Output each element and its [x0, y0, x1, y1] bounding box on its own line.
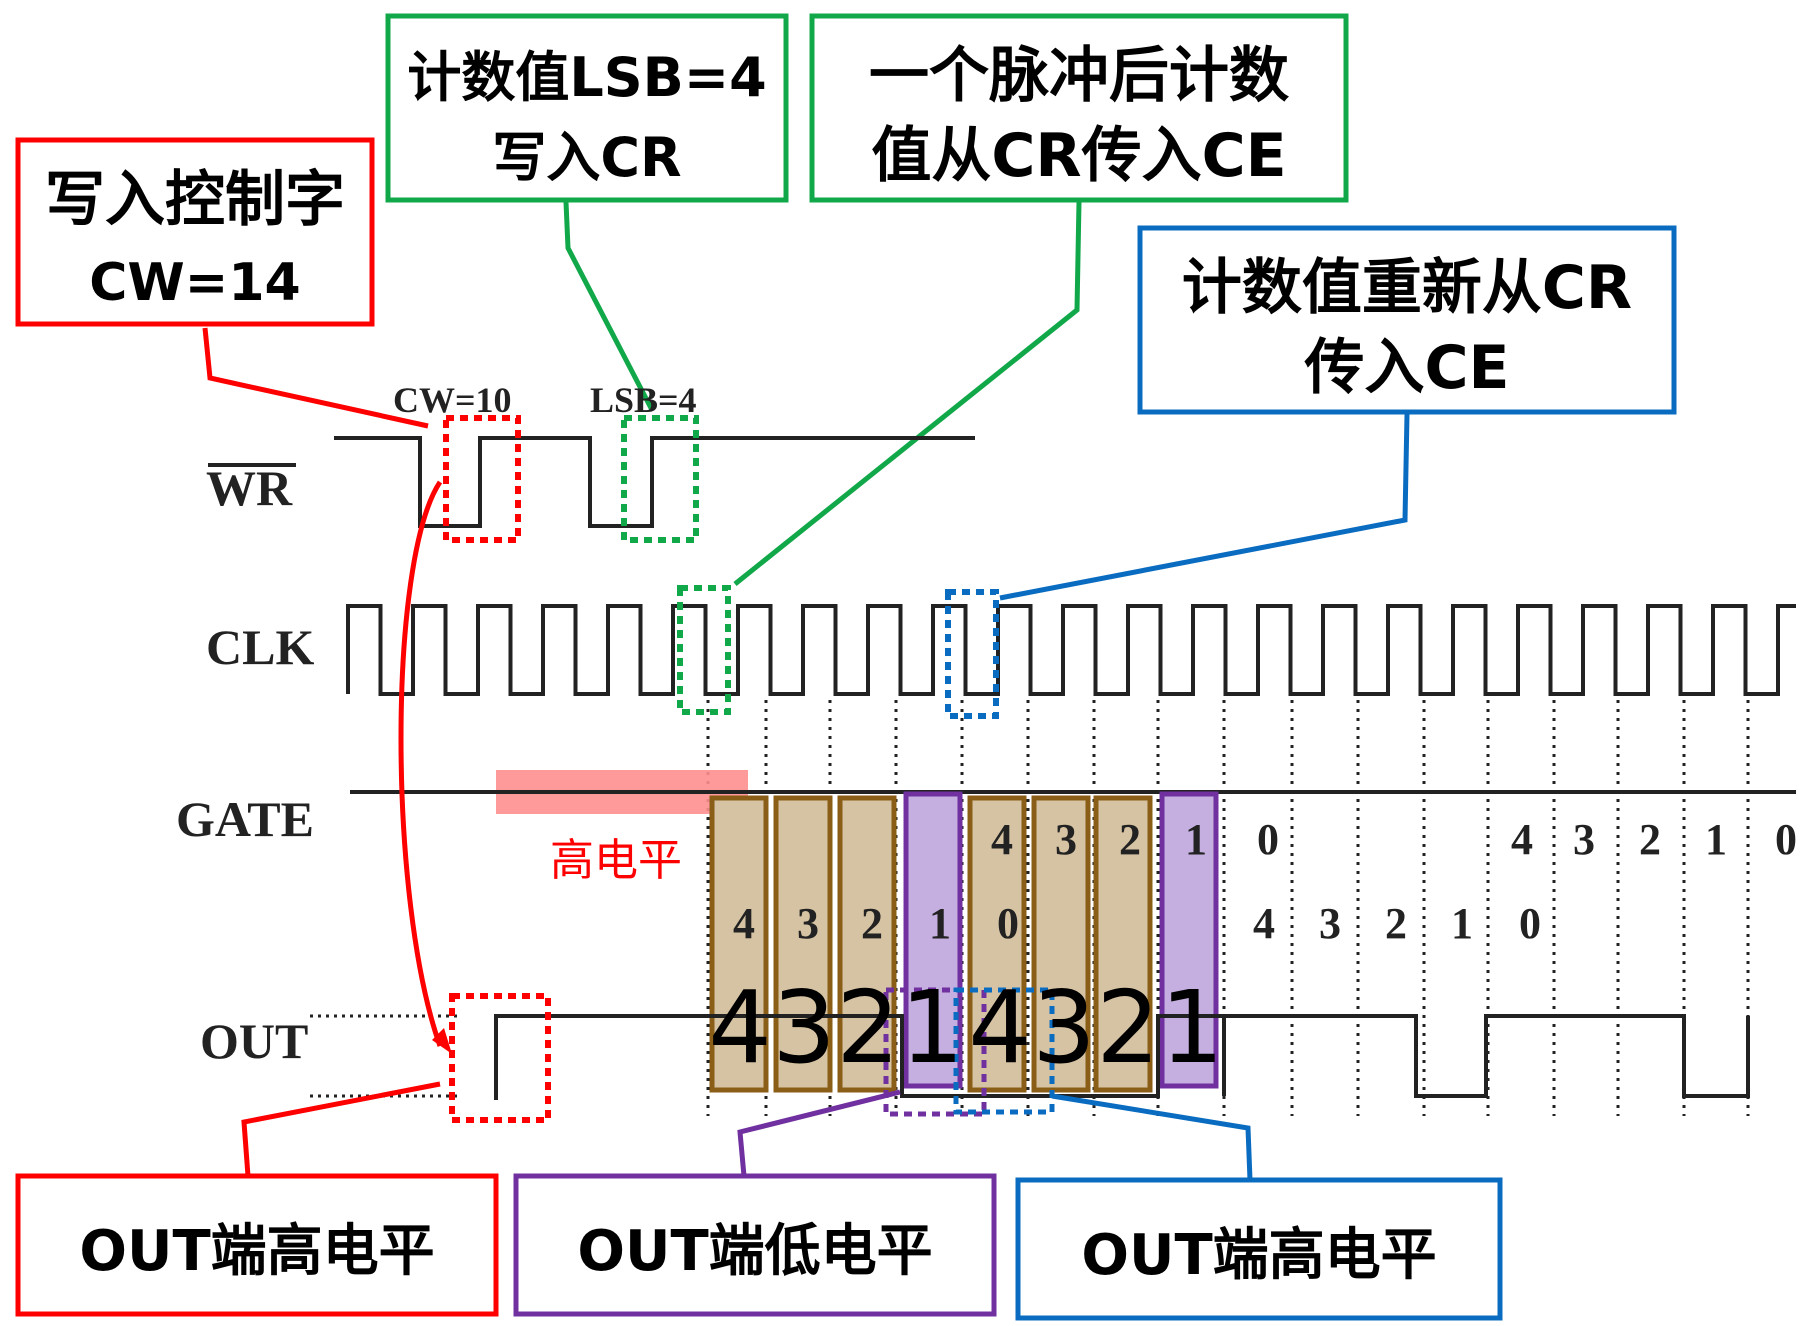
marker-cw-write	[443, 415, 521, 543]
count-lower: 4	[733, 899, 755, 948]
count-box	[773, 795, 833, 1093]
callout-write-lsb: 计数值LSB=4 写入CR	[385, 13, 789, 412]
marker-out-low	[883, 987, 987, 1117]
count-upper: 2	[1119, 815, 1141, 864]
count-box	[709, 795, 769, 1093]
signal-label-wr: WR	[206, 460, 293, 516]
signal-label-gate: GATE	[176, 791, 314, 847]
count-upper: 1	[1705, 815, 1727, 864]
callout-write-cw-leader	[202, 327, 429, 429]
marker-first-pulse	[677, 585, 731, 715]
count-big-digit: 4	[708, 969, 772, 1086]
signal-label-clk: CLK	[206, 619, 314, 675]
count-box	[1093, 795, 1153, 1093]
callout-out-low: OUT端低电平	[513, 1089, 997, 1317]
count-lower: 3	[797, 899, 819, 948]
callout-reload-leader	[999, 413, 1410, 601]
count-upper: 2	[1639, 815, 1661, 864]
count-big-digit: 4	[968, 969, 1032, 1086]
count-big-digit: 2	[836, 969, 900, 1086]
callout-out-high-2: OUT端高电平	[1015, 1093, 1503, 1321]
wr-waveform	[334, 436, 975, 528]
callout-out-high-2-text: OUT端高电平	[1081, 1223, 1436, 1288]
count-upper: 0	[1775, 815, 1797, 864]
count-big-digit: 1	[1160, 969, 1224, 1086]
marker-reload-pulse	[945, 589, 999, 719]
marker-out-high-reload	[953, 987, 1055, 1115]
count-box	[1031, 795, 1091, 1093]
callout-out-high-1-leader	[241, 1081, 441, 1177]
callout-out-high-1-text: OUT端高电平	[79, 1219, 434, 1284]
count-lower: 2	[1385, 899, 1407, 948]
callout-write-lsb-leader	[563, 201, 655, 412]
count-big-digit: 3	[772, 969, 836, 1086]
clk-waveform	[346, 604, 1796, 696]
count-upper: 4	[1511, 815, 1533, 864]
arrow-head-cw-to-out	[432, 1028, 452, 1054]
signal-label-out: OUT	[200, 1013, 308, 1069]
count-box-terminal	[1159, 791, 1219, 1089]
callout-out-low-leader	[737, 1089, 901, 1177]
wr-label-lsb: LSB=4	[590, 380, 697, 420]
callout-out-high-2-leader	[1051, 1093, 1253, 1181]
count-lower: 0	[1519, 899, 1541, 948]
count-lower: 4	[1253, 899, 1275, 948]
callout-write-cw-line1: 写入控制字	[45, 165, 345, 235]
callout-out-high-1: OUT端高电平	[15, 1081, 499, 1317]
callout-write-lsb-line2: 写入CR	[492, 126, 681, 189]
count-lower: 2	[861, 899, 883, 948]
count-big-digit: 3	[1032, 969, 1096, 1086]
count-lower: 1	[1451, 899, 1473, 948]
arrow-cw-to-out	[398, 480, 443, 1047]
marker-lsb-write	[621, 415, 699, 543]
out-waveform	[494, 1014, 1750, 1100]
callout-reload-line1: 计数值重新从CR	[1182, 253, 1632, 323]
callout-out-low-text: OUT端低电平	[577, 1219, 932, 1284]
callout-pulse-transfer-leader	[733, 201, 1082, 586]
count-big-digit: 2	[1096, 969, 1160, 1086]
callout-reload: 计数值重新从CR 传入CE	[999, 225, 1677, 601]
callout-pulse-transfer: 一个脉冲后计数 值从CR传入CE	[733, 13, 1349, 586]
count-upper: 3	[1055, 815, 1077, 864]
callout-reload-line2: 传入CE	[1303, 333, 1509, 403]
count-upper: 1	[1185, 815, 1207, 864]
marker-out-high-initial	[449, 993, 551, 1123]
wr-label-cw: CW=10	[393, 380, 512, 420]
count-lower: 1	[929, 899, 951, 948]
callout-pulse-transfer-line1: 一个脉冲后计数	[869, 41, 1289, 111]
count-upper: 3	[1573, 815, 1595, 864]
count-big-digit: 1	[900, 969, 964, 1086]
count-box-terminal	[903, 791, 963, 1089]
callout-write-lsb-line1: 计数值LSB=4	[407, 46, 766, 109]
count-box	[967, 795, 1027, 1093]
callout-write-control-word: 写入控制字 CW=14	[15, 137, 429, 429]
callout-pulse-transfer-line2: 值从CR传入CE	[871, 121, 1286, 191]
count-upper: 4	[991, 815, 1013, 864]
count-lower: 0	[997, 899, 1019, 948]
count-upper: 0	[1257, 815, 1279, 864]
gate-high-note: 高电平	[550, 835, 682, 886]
count-boxes	[709, 791, 1219, 1093]
count-lower: 3	[1319, 899, 1341, 948]
callout-write-cw-line2: CW=14	[89, 253, 300, 313]
